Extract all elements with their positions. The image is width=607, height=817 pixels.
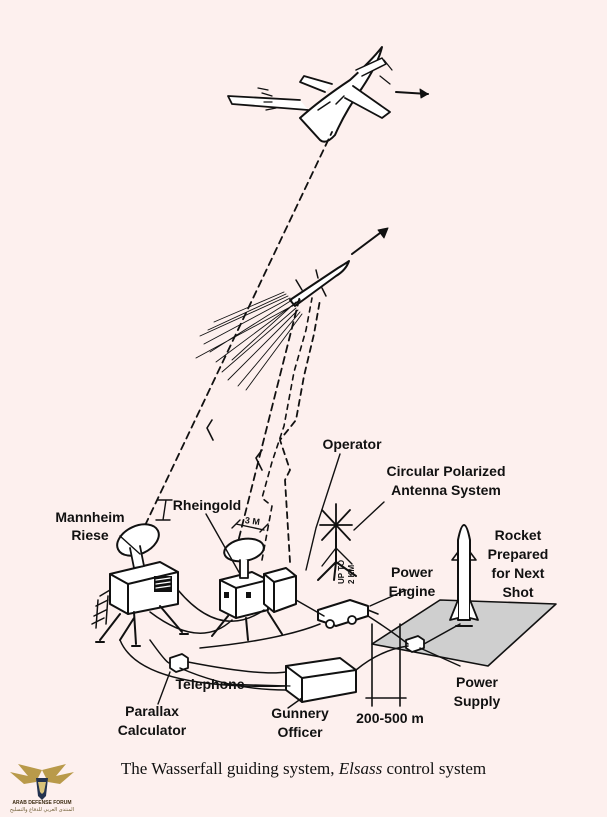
label-rocket-line4: Shot (502, 584, 533, 600)
label-spacing-up-to: UP TO (337, 560, 346, 584)
forum-logo: ARAB DEFENSE FORUM المنتدى العربي للدفاع… (2, 762, 82, 816)
label-mannheim-line1: Mannheim (55, 509, 124, 525)
label-operator: Operator (322, 436, 382, 452)
rocket-on-pad (449, 524, 479, 627)
rocket-in-flight (195, 227, 389, 391)
label-power-engine-line2: Engine (389, 583, 436, 599)
command-link (279, 299, 321, 563)
caption-suffix: control system (382, 759, 487, 778)
label-power-engine-line1: Power (391, 564, 434, 580)
label-distance: 200-500 m (356, 710, 424, 726)
label-rocket-line3: for Next (492, 565, 545, 581)
label-power-supply-line1: Power (456, 674, 499, 690)
command-link-2 (261, 297, 313, 561)
forum-logo-name: ARAB DEFENSE FORUM (12, 800, 72, 806)
label-spacing-km: 2 KM (347, 565, 356, 584)
circular-polarized-antenna (317, 503, 357, 581)
label-power-supply-line2: Supply (454, 693, 501, 709)
label-gunnery-line1: Gunnery (271, 705, 329, 721)
figure-caption: The Wasserfall guiding system, Elsass co… (0, 759, 607, 779)
guidance-beam-to-rocket (235, 295, 301, 551)
rheingold-radar (211, 537, 297, 641)
eagle-emblem-icon (10, 764, 74, 800)
mannheim-riese-radar (91, 523, 189, 647)
label-telephone: Telephone (176, 676, 245, 692)
guidance-beam-to-aircraft (139, 131, 333, 537)
label-parallax-line2: Calculator (118, 722, 187, 738)
gunnery-officer-station (285, 657, 357, 703)
label-antenna-line1: Circular Polarized (386, 463, 505, 479)
label-antenna-line2: Antenna System (391, 482, 501, 498)
label-rheingold: Rheingold (173, 497, 241, 513)
label-rocket-line1: Rocket (495, 527, 542, 543)
label-parallax-line1: Parallax (125, 703, 179, 719)
forum-logo-name-arabic: المنتدى العربي للدفاع والتسليح (9, 807, 75, 813)
caption-prefix: The Wasserfall guiding system, (120, 759, 339, 778)
distance-marker (365, 623, 407, 707)
label-spacing-small: 3 M (244, 515, 260, 527)
label-mannheim-line2: Riese (71, 527, 109, 543)
parallax-calculator (169, 653, 189, 673)
label-gunnery-line2: Officer (277, 724, 323, 740)
target-aircraft (227, 46, 429, 143)
power-engine (317, 599, 379, 629)
label-rocket-line2: Prepared (488, 546, 549, 562)
caption-emphasis: Elsass (338, 759, 383, 778)
